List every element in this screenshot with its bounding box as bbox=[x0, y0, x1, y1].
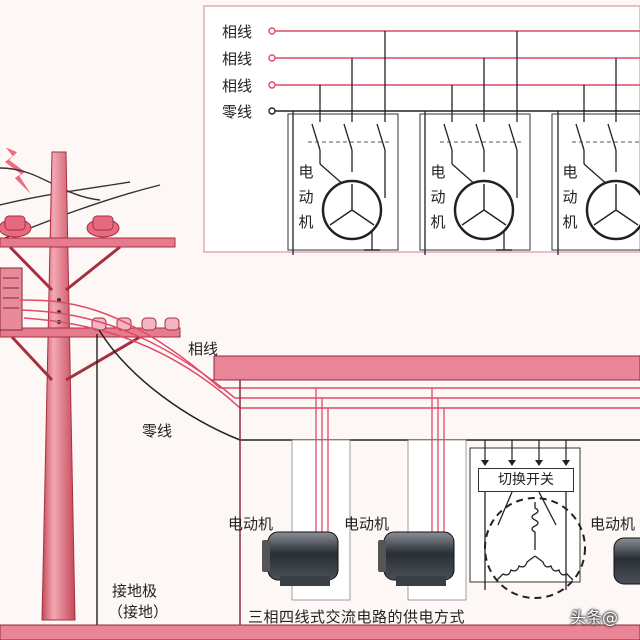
building-roof bbox=[213, 355, 640, 381]
upper-crossarm bbox=[0, 237, 176, 248]
schematic-motor-unit-3 bbox=[551, 58, 640, 255]
schematic-motor-label-1: 电动机 bbox=[298, 163, 314, 231]
pole-transformer bbox=[0, 267, 23, 331]
schematic-motor-label-3: 电动机 bbox=[562, 163, 578, 231]
schematic-neutral-label: 零线 bbox=[222, 103, 253, 121]
lightning-bolt bbox=[3, 145, 35, 199]
schematic-motor-unit-2 bbox=[419, 31, 531, 255]
schematic-motor-label-2: 电动机 bbox=[430, 163, 446, 231]
pole-neutral-label: 零线 bbox=[142, 422, 173, 440]
building-motor-label-3: 电动机 bbox=[590, 515, 636, 533]
pole-phase-label: 相线 bbox=[188, 340, 219, 358]
building-motor-label-2: 电动机 bbox=[344, 515, 390, 533]
schematic-phase-label-2: 相线 bbox=[222, 50, 253, 68]
diagram-caption: 三相四线式交流电路的供电方式 bbox=[248, 608, 466, 626]
switch-arrow-heads bbox=[481, 460, 570, 466]
motor-1 bbox=[262, 531, 339, 586]
bus-terminals bbox=[268, 27, 276, 89]
schematic-panel bbox=[203, 5, 640, 255]
schematic-bus-lines bbox=[272, 30, 640, 86]
motor-3 bbox=[613, 537, 640, 585]
ground-electrode-label: 接地极 bbox=[112, 582, 158, 600]
watermark: 头条@ bbox=[570, 608, 619, 627]
motor-2 bbox=[378, 531, 455, 586]
ground-base bbox=[0, 624, 640, 640]
switch-unit bbox=[469, 440, 586, 599]
transformer-fins bbox=[3, 277, 19, 309]
star-windings bbox=[496, 502, 574, 581]
schematic-motor-unit-1 bbox=[287, 31, 399, 255]
pole-braces bbox=[8, 245, 141, 382]
schematic-frame bbox=[203, 5, 640, 253]
ground-electrode-sublabel: （接地） bbox=[108, 603, 169, 621]
schematic-phase-label-1: 相线 bbox=[222, 23, 253, 41]
service-drop-wires bbox=[19, 299, 640, 441]
switch-label: 切换开关 bbox=[478, 468, 574, 492]
switch-arrows bbox=[484, 440, 567, 462]
schematic-phase-label-3: 相线 bbox=[222, 77, 253, 95]
building-motor-label-1: 电动机 bbox=[228, 515, 274, 533]
upper-insulators bbox=[0, 215, 120, 238]
utility-pole bbox=[41, 151, 76, 621]
motor-feed-wires bbox=[315, 388, 445, 540]
